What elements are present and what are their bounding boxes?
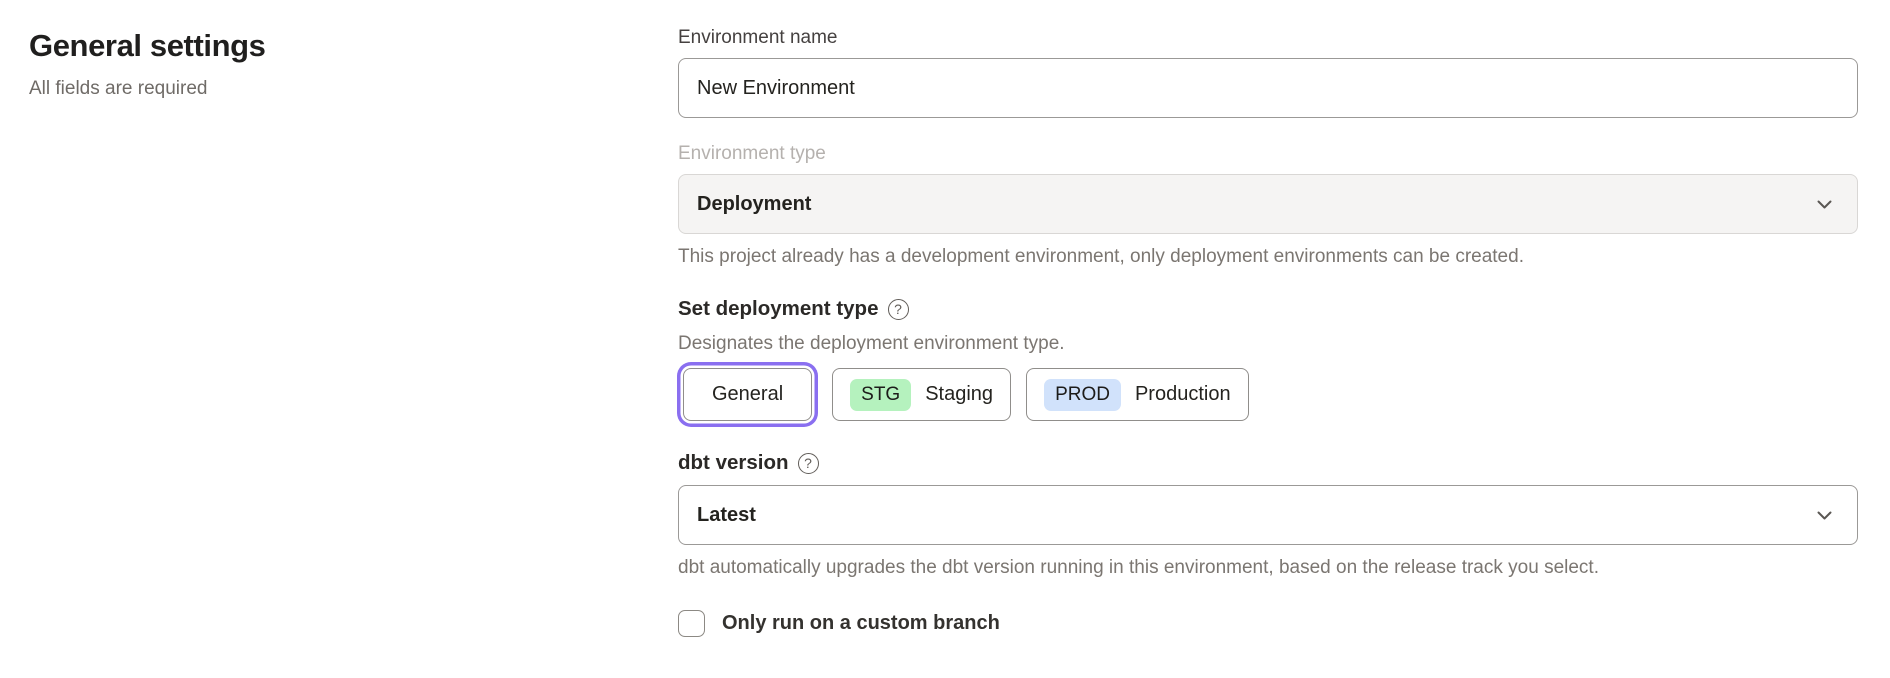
general-button-label: General	[712, 383, 784, 405]
deployment-type-description: Designates the deployment environment ty…	[678, 333, 1065, 354]
environment-name-input[interactable]	[678, 58, 1858, 118]
staging-button-label: Staging	[925, 383, 994, 405]
deployment-type-heading: Set deployment type	[678, 297, 879, 320]
custom-branch-label[interactable]: Only run on a custom branch	[722, 612, 1000, 634]
environment-type-value: Deployment	[697, 192, 812, 215]
environment-type-label: Environment type	[678, 143, 826, 164]
custom-branch-checkbox[interactable]	[678, 610, 705, 637]
deployment-type-staging-button[interactable]: STG Staging	[832, 368, 1012, 421]
settings-header: General settings All fields are required	[29, 26, 678, 678]
dbt-version-value: Latest	[697, 503, 756, 526]
deployment-type-production-button[interactable]: PROD Production	[1026, 368, 1249, 421]
prod-badge: PROD	[1044, 378, 1121, 411]
question-circle-icon[interactable]: ?	[797, 452, 819, 474]
custom-branch-row: Only run on a custom branch	[678, 610, 1858, 637]
environment-form: Environment name Environment type Deploy…	[678, 26, 1858, 678]
stg-badge: STG	[850, 378, 912, 411]
chevron-down-icon	[1816, 193, 1833, 216]
page-title: General settings	[29, 28, 266, 63]
deployment-type-options: General STG Staging PROD Production	[678, 368, 1858, 421]
chevron-down-icon	[1816, 504, 1833, 527]
environment-type-select: Deployment	[678, 174, 1858, 234]
question-circle-icon[interactable]: ?	[887, 298, 909, 320]
deployment-type-section-head: Set deployment type ?	[678, 297, 1858, 321]
page-subtitle: All fields are required	[29, 78, 208, 99]
dbt-version-select[interactable]: Latest	[678, 485, 1858, 545]
production-button-label: Production	[1134, 383, 1231, 405]
dbt-version-helper: dbt automatically upgrades the dbt versi…	[678, 557, 1599, 578]
dbt-version-heading: dbt version	[678, 451, 789, 474]
deployment-type-general-button[interactable]: General	[683, 368, 813, 421]
dbt-version-section-head: dbt version ?	[678, 451, 1858, 475]
environment-type-helper: This project already has a development e…	[678, 246, 1524, 267]
environment-name-label: Environment name	[678, 27, 838, 48]
